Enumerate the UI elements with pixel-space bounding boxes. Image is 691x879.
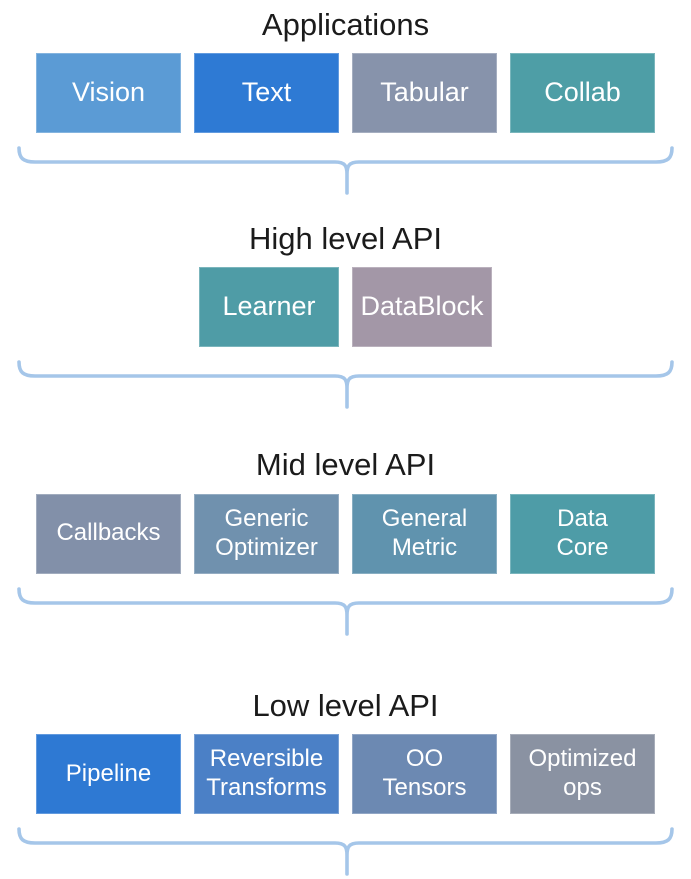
box-row-low-level: Pipeline Reversible Transforms OO Tensor… <box>0 733 691 814</box>
box-vision: Vision <box>36 53 181 134</box>
box-row-high-level: Learner DataBlock <box>0 267 691 348</box>
curly-brace-icon <box>17 360 674 410</box>
box-callbacks: Callbacks <box>36 493 181 574</box>
box-row-mid-level: Callbacks Generic Optimizer General Metr… <box>0 493 691 574</box>
curly-brace-icon <box>17 826 674 876</box>
box-learner: Learner <box>199 267 339 348</box>
section-low-level-api: Low level API Pipeline Reversible Transf… <box>0 687 691 877</box>
box-collab: Collab <box>510 53 655 134</box>
section-title-applications: Applications <box>261 7 430 42</box>
box-reversible-transforms: Reversible Transforms <box>194 733 339 814</box>
box-row-applications: Vision Text Tabular Collab <box>0 53 691 134</box>
box-data-core: Data Core <box>510 493 655 574</box>
box-tabular: Tabular <box>352 53 497 134</box>
box-pipeline: Pipeline <box>36 733 181 814</box>
box-optimized-ops: Optimized ops <box>510 733 655 814</box>
box-datablock: DataBlock <box>352 267 492 348</box>
curly-brace-icon <box>17 146 674 195</box>
section-applications: Applications Vision Text Tabular Collab <box>0 6 691 196</box>
section-title-mid-level-api: Mid level API <box>255 447 436 483</box>
curly-brace-icon <box>17 586 674 636</box>
box-text: Text <box>194 53 339 134</box>
section-mid-level-api: Mid level API Callbacks Generic Optimize… <box>0 446 691 636</box>
box-oo-tensors: OO Tensors <box>352 733 497 814</box>
section-high-level-api: High level API Learner DataBlock <box>0 220 691 410</box>
box-generic-optimizer: Generic Optimizer <box>194 493 339 574</box>
box-general-metric: General Metric <box>352 493 497 574</box>
section-title-high-level-api: High level API <box>249 221 442 257</box>
section-title-low-level-api: Low level API <box>252 687 439 723</box>
